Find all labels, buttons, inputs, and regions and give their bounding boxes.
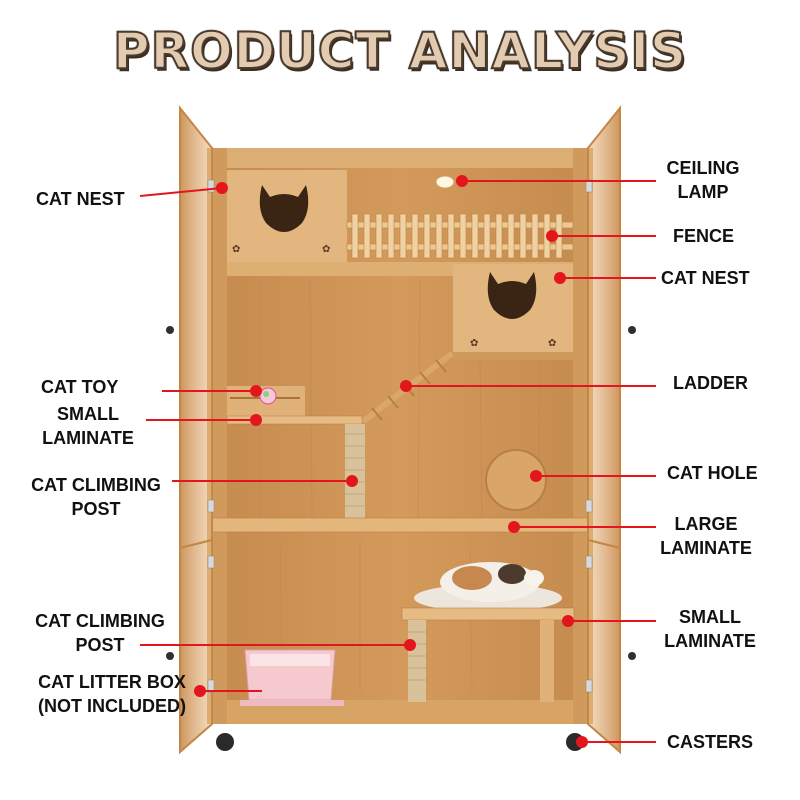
label-cat-litter-box: CAT LITTER BOX(NOT INCLUDED) xyxy=(38,672,186,716)
leader-cat-litter-box-dot xyxy=(194,685,206,697)
svg-text:✿: ✿ xyxy=(232,244,240,255)
fence-post xyxy=(363,213,371,259)
leader-cat-climbing-post-upper-dot xyxy=(346,475,358,487)
large-laminate xyxy=(211,517,589,533)
door-right-upper xyxy=(587,105,621,550)
cat-climbing-post-upper xyxy=(345,424,365,524)
small-laminate-right-leg xyxy=(540,620,554,702)
door-knobs xyxy=(166,326,636,660)
ceiling-lamp-bulb xyxy=(435,175,455,189)
leader-cat-hole-dot xyxy=(530,470,542,482)
label-cat-toy: CAT TOY xyxy=(41,377,119,397)
leader-fence-dot xyxy=(546,230,558,242)
leader-small-laminate-right-dot xyxy=(562,615,574,627)
fence-post xyxy=(495,213,503,259)
door-right-lower xyxy=(587,538,621,755)
fence-post xyxy=(531,213,539,259)
leader-cat-climbing-post-lower-dot xyxy=(404,639,416,651)
fence-post xyxy=(471,213,479,259)
svg-text:✿: ✿ xyxy=(322,244,330,255)
label-fence: FENCE xyxy=(673,226,735,246)
fence-post xyxy=(351,213,359,259)
label-casters: CASTERS xyxy=(667,732,754,752)
fence-post xyxy=(483,213,491,259)
svg-text:✿: ✿ xyxy=(470,338,478,349)
svg-text:✿: ✿ xyxy=(548,338,556,349)
leader-small-laminate-left-dot xyxy=(250,414,262,426)
label-cat-hole: CAT HOLE xyxy=(667,463,758,483)
leader-ladder-dot xyxy=(400,380,412,392)
leader-cat-nest-right-dot xyxy=(554,272,566,284)
fence-post xyxy=(507,213,515,259)
fence-post xyxy=(459,213,467,259)
leader-large-laminate-dot xyxy=(508,521,520,533)
leader-lines xyxy=(139,175,656,748)
hinges xyxy=(207,179,593,693)
small-laminate-right xyxy=(401,607,575,621)
leader-ceiling-lamp-dot xyxy=(456,175,468,187)
leader-cat-nest-left xyxy=(139,187,223,197)
fence-post xyxy=(411,213,419,259)
cat-nest-right-box: ✿ ✿ xyxy=(453,264,573,360)
cat-hole xyxy=(485,449,547,511)
fence-post xyxy=(399,213,407,259)
litter-box xyxy=(240,649,344,706)
label-cat-nest-right: CAT NEST xyxy=(661,268,750,288)
leader-casters-dot xyxy=(576,736,588,748)
fence-post xyxy=(375,213,383,259)
casters-wheels xyxy=(216,733,584,751)
fence-post xyxy=(435,213,443,259)
label-cat-nest-left: CAT NEST xyxy=(36,189,125,209)
leader-cat-toy-dot xyxy=(250,385,262,397)
fence-post xyxy=(447,213,455,259)
cat-nest-left-box: ✿ ✿ xyxy=(227,170,347,262)
page-title: PRODUCT ANALYSIS xyxy=(112,21,688,81)
fence-post xyxy=(387,213,395,259)
cat-on-cushion xyxy=(414,562,562,612)
fence-post xyxy=(423,213,431,259)
label-ladder: LADDER xyxy=(673,373,748,393)
fence-post xyxy=(519,213,527,259)
leader-cat-nest-left-dot xyxy=(216,182,228,194)
cat-toy xyxy=(230,387,300,405)
